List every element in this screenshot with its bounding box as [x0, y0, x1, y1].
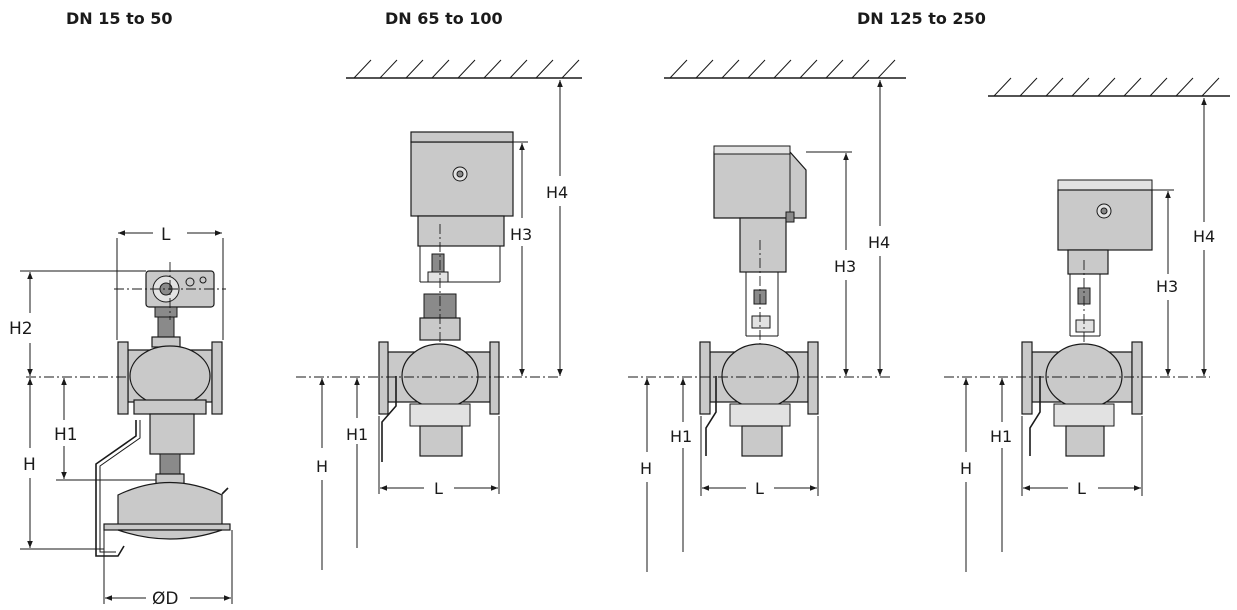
dim-label-H1-4: H1 — [990, 427, 1012, 446]
dim-label-D-1: ØD — [152, 589, 178, 609]
dim-label-H4-2: H4 — [546, 183, 568, 202]
dim-label-H-4: H — [960, 459, 972, 478]
dim-label-H4-4: H4 — [1193, 227, 1215, 246]
dim-label-H1-3: H1 — [670, 427, 692, 446]
heading-dn15-50: DN 15 to 50 — [66, 9, 173, 28]
valve-dn125-250-a — [628, 59, 906, 572]
valve-dn65-100 — [296, 59, 582, 570]
dim-label-H-2: H — [316, 457, 328, 476]
dim-label-H1-1: H1 — [54, 425, 78, 445]
dim-label-H2-1: H2 — [9, 319, 33, 339]
dim-label-L-4: L — [1077, 479, 1086, 498]
dim-label-H3-2: H3 — [510, 225, 532, 244]
dim-label-H3-4: H3 — [1156, 277, 1178, 296]
dim-label-L-2: L — [434, 479, 443, 498]
dim-label-H1-2: H1 — [346, 425, 368, 444]
dim-label-L-3: L — [755, 479, 764, 498]
valve-dn125-250-b — [944, 77, 1230, 572]
heading-dn65-100: DN 65 to 100 — [385, 9, 503, 28]
dim-label-H4-3: H4 — [868, 233, 890, 252]
dim-label-H-3: H — [640, 459, 652, 478]
heading-dn125-250: DN 125 to 250 — [857, 9, 986, 28]
dim-label-H3-3: H3 — [834, 257, 856, 276]
valve-dn15-50 — [20, 230, 233, 604]
dim-label-L-1: L — [161, 225, 171, 245]
dim-label-H-1: H — [23, 455, 36, 475]
